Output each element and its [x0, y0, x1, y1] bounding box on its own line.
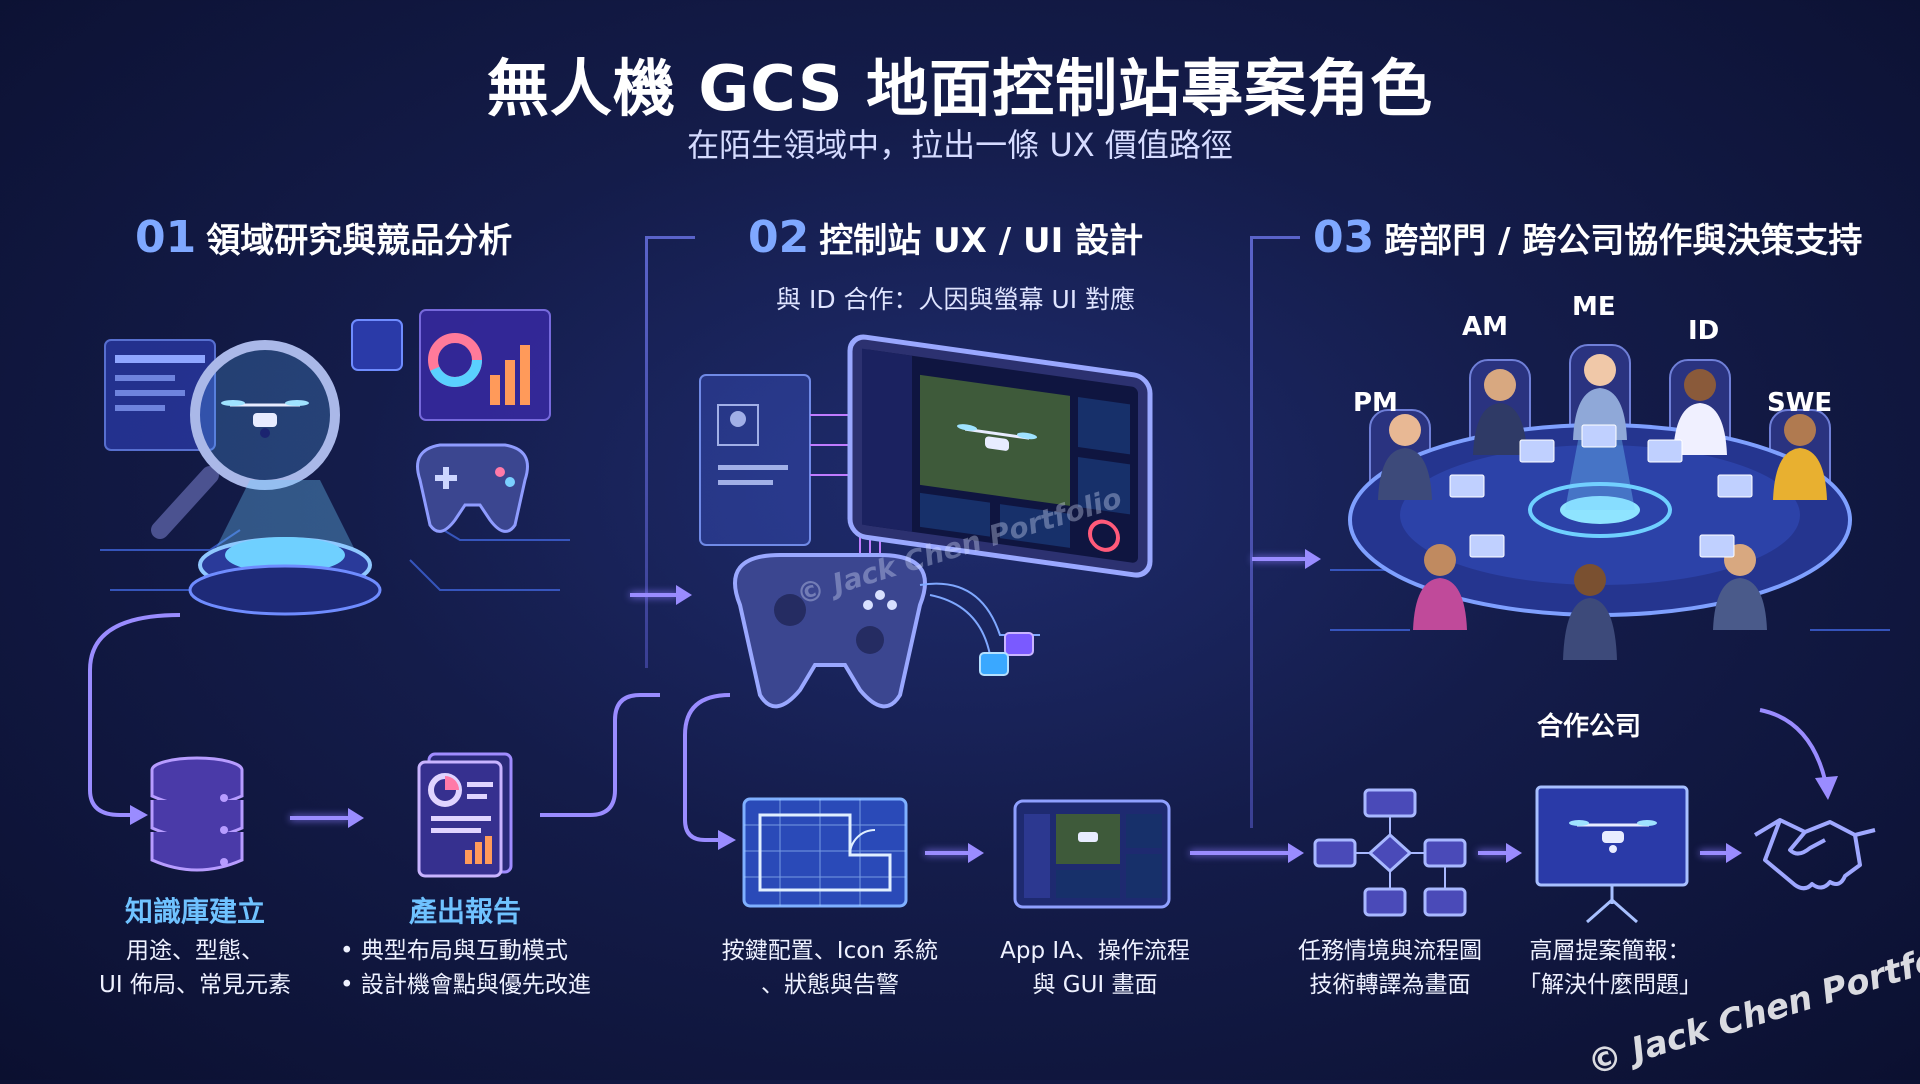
- section-2-number: 02: [748, 212, 810, 263]
- flowchart-icon: [1313, 788, 1467, 917]
- gamepad-controller-icon: [733, 553, 927, 709]
- gamepad-icon: [416, 443, 529, 533]
- flow-connector-s3: [1759, 708, 1838, 800]
- section-2-subtitle: 與 ID 合作：人因與螢幕 UI 對應: [776, 285, 1136, 314]
- database-icon: [150, 756, 244, 872]
- button-layout-line-1: 按鍵配置、Icon 系統: [721, 938, 939, 964]
- report-icon: [417, 752, 513, 878]
- section-3-number: 03: [1313, 212, 1375, 263]
- divider-top-hook-1: [645, 236, 695, 239]
- flowchart-line-2: 技術轉譯為畫面: [1309, 972, 1471, 998]
- app-ia-line-2: 與 GUI 畫面: [1032, 972, 1158, 998]
- section-1-title: 領域研究與競品分析: [206, 221, 513, 261]
- blueprint-icon: [742, 797, 908, 908]
- flow-connector-s2: [683, 693, 736, 850]
- team-member-partner-1: [1413, 544, 1467, 630]
- analysis-screen-left: [104, 339, 216, 451]
- chart-screen: [419, 309, 551, 421]
- hologram-pedestal: [188, 480, 382, 616]
- presentation-line-1: 高層提案簡報：: [1529, 938, 1691, 964]
- section-divider-2: [1250, 238, 1253, 828]
- app-ia-line-1: App IA、操作流程: [1000, 938, 1190, 964]
- team-member-am: [1473, 369, 1527, 455]
- presentation-board-icon: [1535, 785, 1689, 924]
- tablet-drone-icon: [957, 424, 1037, 451]
- arrow-section2-to-section3: [1190, 843, 1304, 863]
- button-layout-line-2: 、狀態與告警: [761, 972, 899, 998]
- role-label-swe: SWE: [1767, 388, 1833, 418]
- persona-card: [699, 374, 811, 546]
- arrow-db-to-report: [290, 808, 364, 828]
- drone-icon: [221, 400, 309, 438]
- page-subtitle: 在陌生領域中，拉出一條 UX 價值路徑: [687, 126, 1233, 164]
- ground-station-illustration: [699, 334, 1153, 709]
- section-3-title: 跨部門 / 跨公司協作與決策支持: [1384, 221, 1863, 261]
- report-line-1: • 典型布局與互動模式: [340, 938, 568, 964]
- flowchart-line-1: 任務情境與流程圖: [1298, 938, 1482, 964]
- gui-screen-icon: [1013, 799, 1171, 909]
- page-title: 無人機 GCS 地面控制站專案角色: [486, 52, 1434, 125]
- role-label-id: ID: [1688, 316, 1720, 346]
- button-chip-icon: [1004, 632, 1034, 656]
- knowledge-base-line-2: UI 佈局、常見元素: [99, 972, 291, 998]
- arrow-flowchart-to-presentation: [1478, 843, 1522, 863]
- meeting-table-illustration: [1330, 344, 1890, 660]
- role-label-pm: PM: [1353, 388, 1398, 418]
- team-member-pm: [1378, 414, 1432, 500]
- report-line-2: • 設計機會點與優先改進: [340, 972, 591, 998]
- arrow-into-section-3: [1252, 549, 1321, 569]
- section-1-number: 01: [135, 212, 197, 263]
- arrow-presentation-to-handshake: [1700, 843, 1742, 863]
- flow-connector-s1: [88, 613, 660, 825]
- divider-top-hook-2: [1250, 236, 1300, 239]
- magnifier-icon: [151, 340, 340, 539]
- research-illustration: [100, 309, 570, 616]
- handshake-icon: [1753, 818, 1876, 891]
- section-2-title: 控制站 UX / UI 設計: [819, 221, 1144, 261]
- button-chip-icon: [979, 652, 1009, 676]
- team-member-swe: [1773, 414, 1827, 500]
- tablet-device: [847, 334, 1153, 578]
- role-label-me: ME: [1572, 292, 1616, 322]
- knowledge-base-title: 知識庫建立: [124, 895, 265, 928]
- role-label-am: AM: [1462, 312, 1508, 342]
- presentation-drone-icon: [1569, 820, 1657, 853]
- database-tile-icon: [351, 319, 403, 371]
- presentation-line-2: 「解決什麼問題」: [1518, 972, 1702, 998]
- team-member-partner-2: [1563, 564, 1617, 660]
- section-divider-1: [645, 238, 648, 668]
- arrow-into-section-2: [630, 585, 692, 605]
- arrow-blueprint-to-ui: [925, 843, 984, 863]
- team-member-id: [1673, 369, 1727, 455]
- report-title: 產出報告: [408, 895, 521, 928]
- knowledge-base-line-1: 用途、型態、: [126, 938, 264, 964]
- partner-company-label: 合作公司: [1537, 712, 1642, 742]
